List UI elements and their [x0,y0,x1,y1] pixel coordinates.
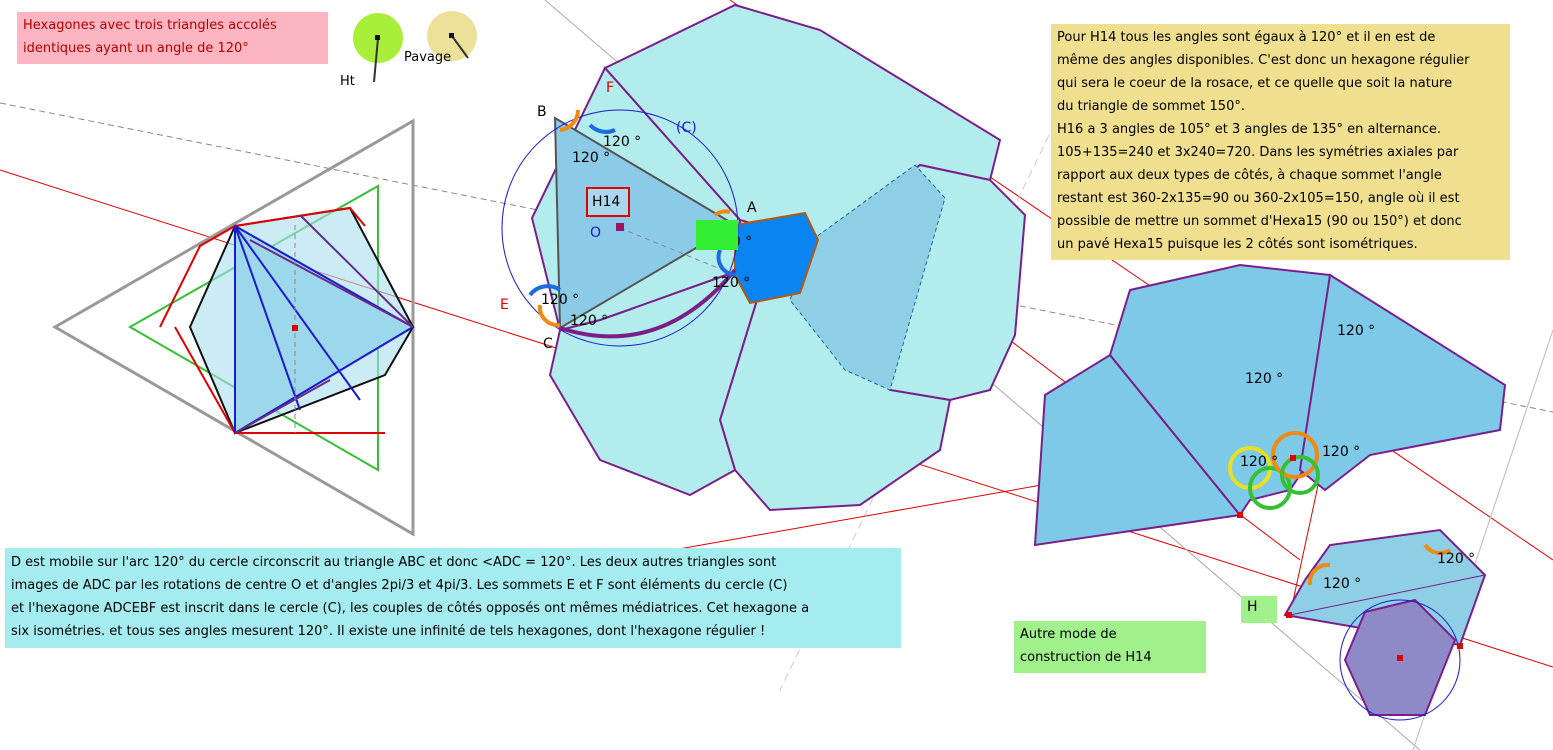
angle-label: 120 ° [1240,454,1278,470]
label-e: E [500,297,509,313]
info-line: H16 a 3 angles de 105° et 3 angles de 13… [1057,122,1442,137]
angle-label: 120 ° [1245,371,1283,387]
pavage-toggle[interactable] [427,11,477,61]
angle-label: 120 ° [712,275,750,291]
label-f: F [606,80,614,96]
angle-labels: 120 ° 120 ° 120 ° 120 ° 120 ° 120 ° 120 … [541,134,1475,592]
description-line: images de ADC par les rotations de centr… [11,578,788,593]
info-line: Pour H14 tous les angles sont égaux à 12… [1057,30,1436,45]
title-line: Hexagones avec trois triangles accolés [23,18,277,33]
angle-label: 120 ° [1322,444,1360,460]
angle-label: 120 ° [603,134,641,150]
title-line: identiques ayant un angle de 120° [23,41,249,56]
description-line: six isométries. et tous ses angles mesur… [11,624,766,639]
rosace-figure [501,3,1027,512]
angle-label: 120 ° [1323,576,1361,592]
h14-label-box: H14 [586,187,630,217]
point-labels: B F A C E O (C) D [500,80,757,352]
h-label: H [1247,599,1258,615]
angle-label: 120 ° [570,313,608,329]
info-line: 105+135=240 et 3x240=720. Dans les symét… [1057,145,1459,160]
label-circle: (C) [676,120,697,136]
alt-line: Autre mode de [1020,627,1117,642]
alternative-construction-box: Autre mode de construction de H14 [1014,621,1206,673]
description-line: D est mobile sur l'arc 120° du cercle ci… [11,555,777,570]
description-box: D est mobile sur l'arc 120° du cercle ci… [5,548,901,648]
h14-label: H14 [592,194,621,210]
pavage-label: Pavage [404,50,452,65]
info-line: possible de mettre un sommet d'Hexa15 (9… [1057,214,1462,229]
alt-line: construction de H14 [1020,650,1152,665]
h-label-box: H [1241,596,1277,623]
info-line: qui sera le coeur de la rosace, et ce qu… [1057,76,1453,91]
point-d-handle[interactable] [696,220,738,250]
info-line: même des angles disponibles. C'est donc … [1057,53,1470,68]
angle-label: 120 ° [1437,551,1475,567]
angle-label: 120 ° [572,150,610,166]
label-c: C [543,336,553,352]
angle-label: 120 ° [541,292,579,308]
info-line: un pavé Hexa15 puisque les 2 côtés sont … [1057,237,1418,252]
right-tiling [1033,263,1507,721]
label-b: B [537,104,547,120]
info-line: du triangle de sommet 150°. [1057,99,1245,114]
description-line: et l'hexagone ADCEBF est inscrit dans le… [11,601,810,616]
label-a: A [747,200,757,216]
info-line: restant est 360-2x135=90 ou 360-2x105=15… [1057,191,1460,206]
title-box: Hexagones avec trois triangles accolés i… [17,12,328,64]
ht-toggle[interactable] [353,13,403,83]
info-line: rapport aux deux types de côtés, à chaqu… [1057,168,1442,183]
left-hexagon-construction [51,118,415,537]
label-o: O [590,225,601,241]
angle-label: 120 ° [1337,323,1375,339]
ht-label: Ht [340,74,355,89]
info-box: Pour H14 tous les angles sont égaux à 12… [1051,24,1510,260]
